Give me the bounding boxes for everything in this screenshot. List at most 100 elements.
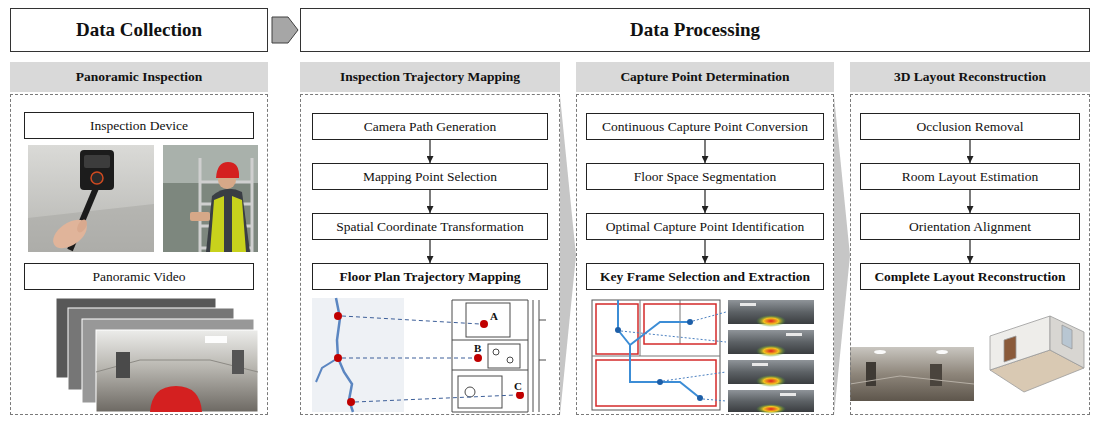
- key-frame-thumbnails: [780, 393, 796, 396]
- key-frame-thumbnails: [756, 375, 786, 387]
- flow-arrow: [969, 240, 970, 263]
- trajectory-map: [334, 312, 342, 320]
- mapped-points: [474, 354, 482, 362]
- stage-box: Data Collection: [10, 8, 268, 52]
- point-label: B: [473, 342, 482, 354]
- 3d-room-layout: [990, 316, 1050, 370]
- point-label-holder: A: [489, 306, 499, 324]
- 3d-room-layout: [1062, 325, 1072, 349]
- flow-arrow: [704, 140, 705, 163]
- floor-plan: [533, 300, 546, 412]
- key-frame-thumbnails: [756, 345, 786, 357]
- device-photo: [75, 218, 89, 234]
- trajectory-map: [347, 398, 355, 406]
- box-label: Camera Path Generation: [364, 119, 497, 135]
- segmented-floor-plan: [592, 300, 720, 410]
- room-panorama: [874, 350, 886, 354]
- inspector-photo: [190, 212, 210, 221]
- segmented-floor-plan: [644, 304, 716, 344]
- panel-title: Panoramic Inspection: [76, 69, 202, 85]
- key-frame-thumbnails: [786, 333, 802, 336]
- floor-plan: [452, 300, 528, 412]
- point-label: A: [489, 310, 499, 322]
- flow-arrow: [429, 140, 430, 163]
- panel-title: Capture Point Determination: [620, 69, 789, 85]
- box-label: Key Frame Selection and Extraction: [600, 269, 810, 285]
- box-label: Data Processing: [630, 19, 760, 41]
- output-box: Key Frame Selection and Extraction: [586, 263, 824, 290]
- keyframe-leader-lines: [621, 331, 726, 342]
- process-box: Inspection Device: [24, 112, 254, 139]
- floor-plan: [452, 340, 528, 341]
- process-box: Spatial Coordinate Transformation: [312, 213, 548, 240]
- inspector-photo: [206, 189, 250, 252]
- dashed-region: [576, 94, 834, 415]
- mapping-leader-lines: [355, 395, 516, 402]
- box-label: Spatial Coordinate Transformation: [336, 219, 523, 235]
- room-panorama: [930, 364, 942, 386]
- dashed-region: [300, 94, 560, 415]
- device-photo: [28, 145, 154, 254]
- device-photo: [91, 172, 103, 184]
- process-box: Panoramic Video: [24, 263, 254, 290]
- flow-arrow: [429, 240, 430, 263]
- panel-chevron: [834, 96, 850, 415]
- mapped-points: [480, 320, 488, 328]
- mapping-leader-lines: [342, 358, 474, 359]
- key-frame-thumbnails: [752, 363, 768, 366]
- flow-arrow: [969, 140, 970, 163]
- flow-arrow: [429, 190, 430, 213]
- stage-panel: Capture Point DeterminationContinuous Ca…: [576, 62, 834, 415]
- process-box: Occlusion Removal: [860, 113, 1080, 140]
- inspector-photo: [163, 145, 258, 252]
- box-label: Panoramic Video: [92, 269, 185, 285]
- keyframe-leader-lines: [621, 312, 726, 401]
- room-panorama: [850, 347, 974, 401]
- 3d-room-layout: [1050, 316, 1084, 368]
- panel-header: 3D Layout Reconstruction: [850, 62, 1090, 92]
- dashed-region: [10, 94, 268, 415]
- stage-panel: Inspection Trajectory MappingCamera Path…: [300, 62, 560, 415]
- box-label: Floor Plan Trajectory Mapping: [339, 269, 520, 285]
- room-panorama: [850, 376, 974, 384]
- inspector-photo: [163, 145, 258, 252]
- segmented-floor-plan: [657, 379, 663, 385]
- panoramic-video-frames: [232, 350, 244, 374]
- 3d-room-layout: [1004, 336, 1016, 362]
- floor-plan: [488, 344, 520, 368]
- mapped-points: [474, 320, 524, 399]
- key-frame-thumbnails: [756, 404, 786, 414]
- panel-header: Panoramic Inspection: [10, 62, 268, 92]
- point-label: C: [513, 380, 523, 392]
- segmented-floor-plan: [630, 322, 690, 345]
- key-frame-thumbnails: [740, 303, 756, 306]
- floor-plan: [507, 357, 513, 363]
- panoramic-video-frames: [150, 386, 202, 412]
- mapping-leader-lines: [342, 316, 480, 324]
- output-box: Floor Plan Trajectory Mapping: [312, 263, 548, 290]
- device-photo: [80, 150, 114, 190]
- box-label: Continuous Capture Point Conversion: [602, 119, 808, 135]
- mapping-leader-lines: [342, 316, 516, 402]
- process-box: Continuous Capture Point Conversion: [586, 113, 824, 140]
- box-label: Room Layout Estimation: [902, 169, 1039, 185]
- box-label: Mapping Point Selection: [363, 169, 497, 185]
- segmented-floor-plan: [592, 300, 720, 356]
- floor-plan: [466, 303, 510, 337]
- key-frame-thumbnails: [756, 315, 786, 327]
- inspector-photo: [163, 145, 258, 183]
- panoramic-video-frames: [56, 298, 258, 412]
- trajectory-map: [334, 354, 342, 362]
- keyframe-leader-lines: [663, 372, 726, 381]
- trajectory-map: [312, 298, 404, 412]
- device-photo: [28, 145, 154, 252]
- point-label-holder: C: [513, 376, 523, 394]
- process-box: Room Layout Estimation: [860, 163, 1080, 190]
- trajectory-map: [312, 298, 404, 412]
- 3d-room-layout: [990, 316, 1084, 392]
- panel-header: Capture Point Determination: [576, 62, 834, 92]
- floor-plan: [452, 300, 546, 412]
- panel-chevron: [560, 96, 576, 415]
- floor-plan: [465, 387, 475, 397]
- room-panorama: [850, 347, 974, 401]
